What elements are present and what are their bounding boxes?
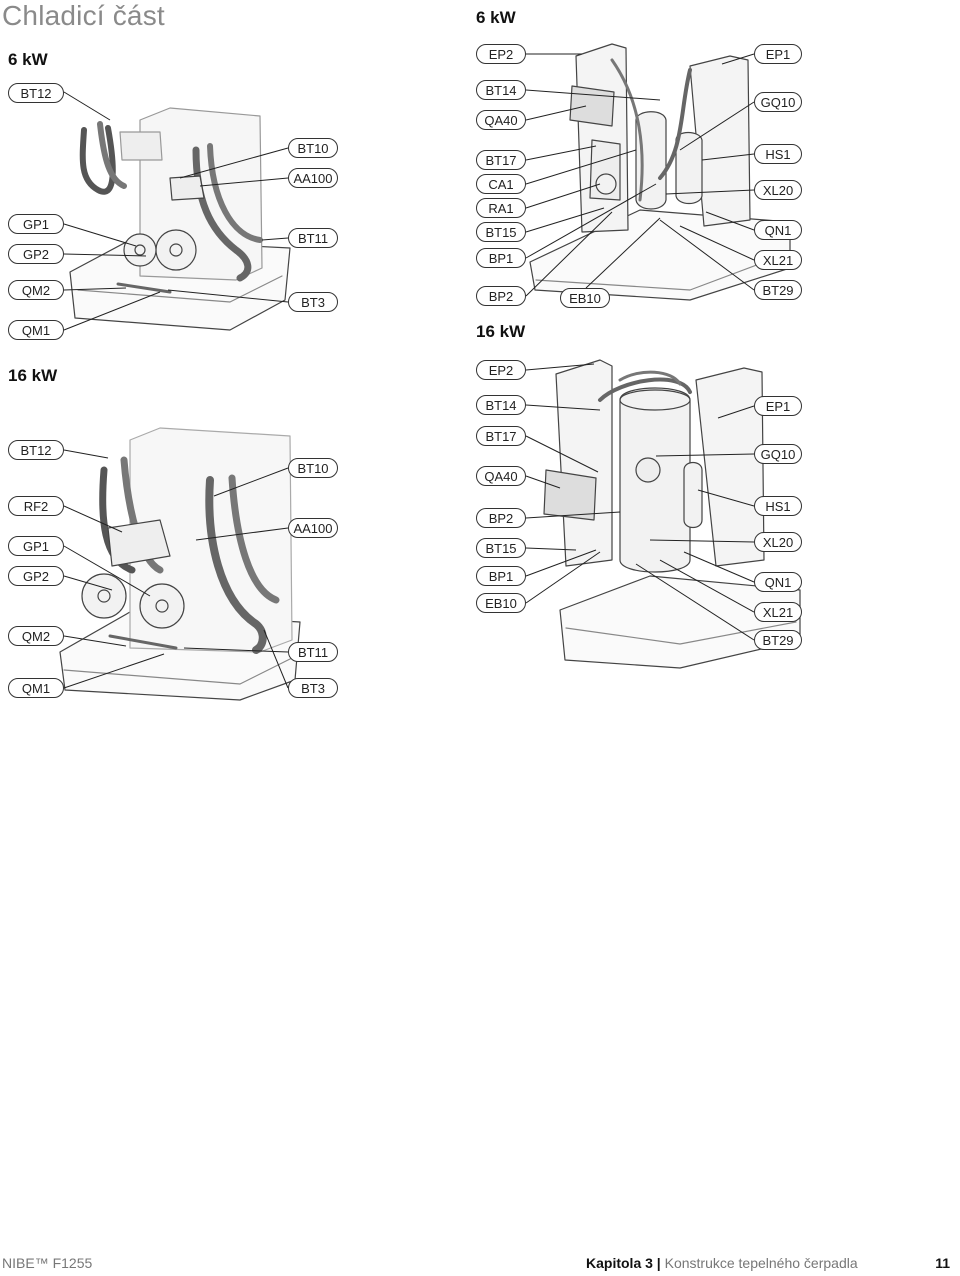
page-number: 11 (935, 1255, 950, 1271)
label-bt29: BT29 (754, 280, 802, 300)
label-rf2: RF2 (8, 496, 64, 516)
illustration-16kw-hydraulic (59, 427, 301, 701)
label-xl21: XL21 (754, 250, 802, 270)
label-bp1: BP1 (476, 566, 526, 586)
label-ep1: EP1 (754, 44, 802, 64)
section-title-6kw-right: 6 kW (476, 8, 516, 27)
illustration-16kw-cooling (543, 359, 801, 669)
footer-chapter-title: Konstrukce tepelného čerpadla (664, 1255, 858, 1271)
label-xl21: XL21 (754, 602, 802, 622)
illustration-6kw-cooling (529, 43, 791, 301)
label-ep2: EP2 (476, 360, 526, 380)
page-footer: NIBE™ F1255 Kapitola 3 | Konstrukce tepe… (0, 1255, 960, 1275)
label-bt10: BT10 (288, 458, 338, 478)
label-qm2: QM2 (8, 626, 64, 646)
label-gp2: GP2 (8, 566, 64, 586)
illustration-6kw-hydraulic (69, 107, 291, 331)
page-title: Chladicí část (2, 0, 165, 31)
label-bt12: BT12 (8, 83, 64, 103)
label-qn1: QN1 (754, 572, 802, 592)
label-eb10: EB10 (560, 288, 610, 308)
label-ra1: RA1 (476, 198, 526, 218)
label-qa40: QA40 (476, 466, 526, 486)
label-bp1: BP1 (476, 248, 526, 268)
label-bt15: BT15 (476, 538, 526, 558)
section-title-16kw-right: 16 kW (476, 322, 526, 341)
section-title-6kw-left: 6 kW (8, 50, 48, 69)
label-bt15: BT15 (476, 222, 526, 242)
footer-brand: NIBE™ F1255 (2, 1255, 93, 1271)
label-bp2: BP2 (476, 286, 526, 306)
footer-separator: | (656, 1255, 661, 1271)
label-ep2: EP2 (476, 44, 526, 64)
label-aa100: AA100 (288, 518, 338, 538)
label-ca1: CA1 (476, 174, 526, 194)
label-ep1: EP1 (754, 396, 802, 416)
label-gq10: GQ10 (754, 92, 802, 112)
label-bt17: BT17 (476, 426, 526, 446)
label-bt10: BT10 (288, 138, 338, 158)
label-gp2: GP2 (8, 244, 64, 264)
label-bt11: BT11 (288, 642, 338, 662)
label-aa100: AA100 (288, 168, 338, 188)
label-bt17: BT17 (476, 150, 526, 170)
label-hs1: HS1 (754, 496, 802, 516)
label-bt3: BT3 (288, 292, 338, 312)
label-qm2: QM2 (8, 280, 64, 300)
footer-chapter-label: Kapitola 3 (586, 1255, 653, 1271)
label-xl20: XL20 (754, 532, 802, 552)
label-qm1: QM1 (8, 320, 64, 340)
label-eb10: EB10 (476, 593, 526, 613)
footer-chapter: Kapitola 3 | Konstrukce tepelného čerpad… (586, 1255, 858, 1271)
label-gq10: GQ10 (754, 444, 802, 464)
label-qm1: QM1 (8, 678, 64, 698)
label-bp2: BP2 (476, 508, 526, 528)
label-bt3: BT3 (288, 678, 338, 698)
label-gp1: GP1 (8, 214, 64, 234)
label-bt14: BT14 (476, 80, 526, 100)
label-qn1: QN1 (754, 220, 802, 240)
label-xl20: XL20 (754, 180, 802, 200)
label-qa40: QA40 (476, 110, 526, 130)
section-title-16kw-left: 16 kW (8, 366, 58, 385)
label-bt11: BT11 (288, 228, 338, 248)
illustrations-svg (59, 43, 801, 701)
label-bt29: BT29 (754, 630, 802, 650)
label-gp1: GP1 (8, 536, 64, 556)
label-bt14: BT14 (476, 395, 526, 415)
label-hs1: HS1 (754, 144, 802, 164)
label-bt12: BT12 (8, 440, 64, 460)
